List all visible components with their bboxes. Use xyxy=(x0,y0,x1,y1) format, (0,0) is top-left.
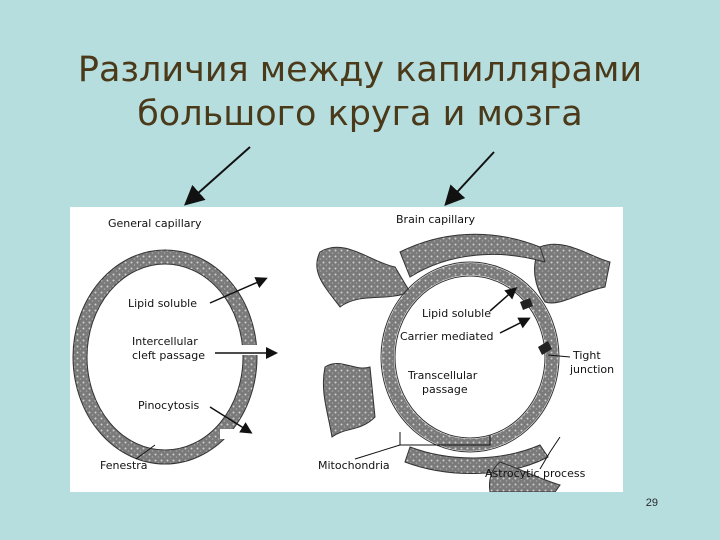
mitochondria-label: Mitochondria xyxy=(318,459,390,472)
brain-transcellular-label-2: passage xyxy=(422,383,468,396)
general-lipid-label: Lipid soluble xyxy=(128,297,197,310)
capillary-diagram: General capillary Lipid soluble Intercel… xyxy=(70,207,623,492)
general-cleft-label-2: cleft passage xyxy=(132,349,205,362)
general-heading: General capillary xyxy=(108,217,202,230)
page-number: 29 xyxy=(646,497,658,509)
tight-junction-label-1: Tight xyxy=(572,349,601,362)
brain-capillary: Brain capillary Lipid soluble Carrier me… xyxy=(317,213,614,492)
brain-carrier-arrow xyxy=(500,319,528,333)
brain-lipid-arrow xyxy=(490,289,515,311)
general-fenestra-label: Fenestra xyxy=(100,459,148,472)
brain-lipid-label: Lipid soluble xyxy=(422,307,491,320)
general-cleft-label-1: Intercellular xyxy=(132,335,198,348)
brain-carrier-label: Carrier mediated xyxy=(400,330,493,343)
tight-junction-label-2: junction xyxy=(569,363,614,376)
arrow-to-brain xyxy=(447,152,494,203)
general-pinocytosis-label: Pinocytosis xyxy=(138,399,200,412)
brain-capillary-wall xyxy=(388,269,552,445)
mitochondria-pointer-1 xyxy=(355,432,400,459)
brain-heading: Brain capillary xyxy=(396,213,476,226)
astrocytic-process-label: Astrocytic process xyxy=(485,467,586,480)
arrow-to-general xyxy=(187,147,250,203)
general-capillary: General capillary Lipid soluble Intercel… xyxy=(73,217,275,472)
brain-transcellular-label-1: Transcellular xyxy=(407,369,478,382)
